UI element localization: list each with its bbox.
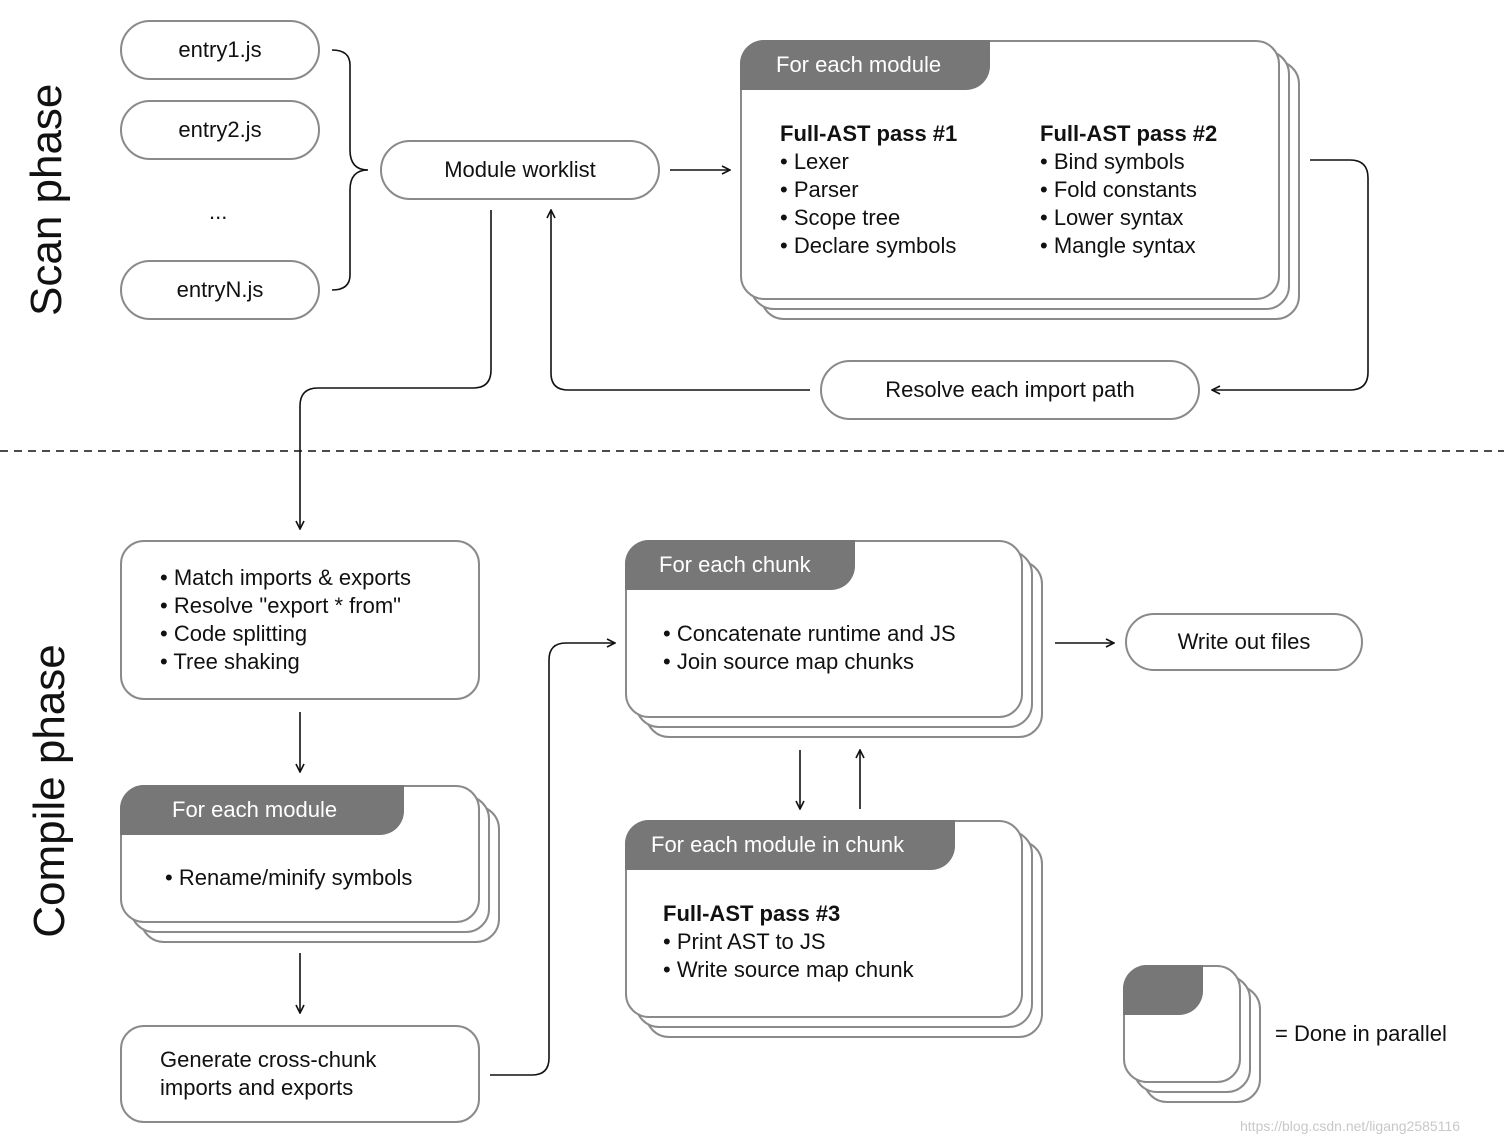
legend-tab bbox=[1123, 965, 1203, 1015]
entry-2: entry2.js bbox=[120, 100, 320, 160]
pass3-title: Full-AST pass #3 bbox=[663, 901, 841, 926]
pass1-item: • Scope tree bbox=[780, 205, 901, 230]
pass2-item: • Mangle syntax bbox=[1040, 233, 1196, 258]
module-in-chunk-tab: For each module in chunk bbox=[625, 820, 955, 870]
pass2-title: Full-AST pass #2 bbox=[1040, 121, 1218, 146]
link-box bbox=[120, 540, 480, 700]
pass2-item: • Lower syntax bbox=[1040, 205, 1184, 230]
link-item: • Tree shaking bbox=[160, 649, 300, 674]
entry-n: entryN.js bbox=[120, 260, 320, 320]
pass2-item: • Bind symbols bbox=[1040, 149, 1185, 174]
link-item: • Code splitting bbox=[160, 621, 308, 646]
scan-phase-label: Scan phase bbox=[22, 83, 71, 316]
watermark: https://blog.csdn.net/ligang2585116 bbox=[1240, 1118, 1461, 1134]
resolve-import-path: Resolve each import path bbox=[820, 360, 1200, 420]
chunk-item: • Join source map chunks bbox=[663, 649, 915, 674]
pass1-item: • Lexer bbox=[780, 149, 849, 174]
rename-tab: For each module bbox=[120, 785, 404, 835]
legend-text: = Done in parallel bbox=[1275, 1021, 1447, 1046]
pass1-title: Full-AST pass #1 bbox=[780, 121, 958, 146]
arrow-worklist-to-compile bbox=[300, 210, 492, 529]
scan-module-box: For each module bbox=[740, 40, 1280, 300]
arrow-module-to-resolve bbox=[1212, 159, 1369, 390]
compile-phase-label: Compile phase bbox=[25, 644, 74, 938]
chunk-item: • Concatenate runtime and JS bbox=[663, 621, 956, 646]
entries-brace bbox=[331, 49, 369, 291]
entry-1: entry1.js bbox=[120, 20, 320, 80]
arrow-cross-to-chunk bbox=[490, 643, 615, 1076]
write-out-files: Write out files bbox=[1125, 613, 1363, 671]
rename-item: • Rename/minify symbols bbox=[165, 865, 413, 890]
pass1-item: • Declare symbols bbox=[780, 233, 957, 258]
chunk-tab: For each chunk bbox=[625, 540, 855, 590]
link-item: • Match imports & exports bbox=[160, 565, 412, 590]
cross-chunk-line: imports and exports bbox=[160, 1075, 354, 1100]
rename-box: For each module bbox=[120, 785, 480, 923]
arrow-resolve-to-worklist bbox=[551, 210, 810, 391]
chunk-box: For each chunk bbox=[625, 540, 1023, 718]
link-item: • Resolve "export * from" bbox=[160, 593, 401, 618]
cross-chunk-box bbox=[120, 1025, 480, 1123]
pass2-item: • Fold constants bbox=[1040, 177, 1197, 202]
module-worklist: Module worklist bbox=[380, 140, 660, 200]
entry-ellipsis: ... bbox=[209, 199, 228, 224]
pass3-item: • Print AST to JS bbox=[663, 929, 826, 954]
pass1-item: • Parser bbox=[780, 177, 859, 202]
legend-icon bbox=[1123, 965, 1241, 1083]
cross-chunk-line: Generate cross-chunk bbox=[160, 1047, 377, 1072]
pass3-item: • Write source map chunk bbox=[663, 957, 914, 982]
module-in-chunk-box: For each module in chunk bbox=[625, 820, 1023, 1018]
scan-module-tab: For each module bbox=[740, 40, 990, 90]
